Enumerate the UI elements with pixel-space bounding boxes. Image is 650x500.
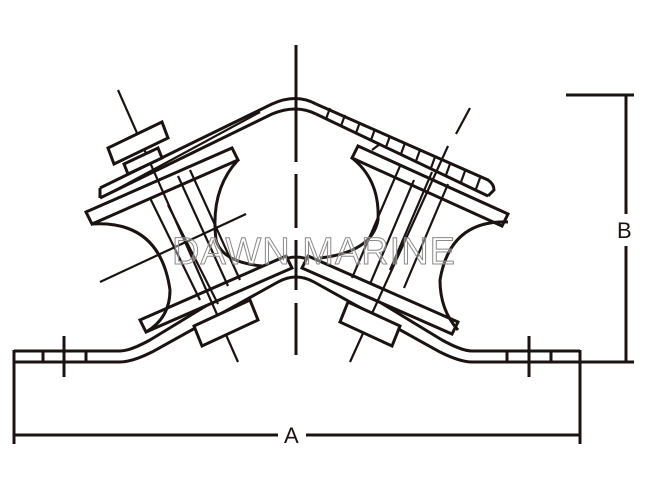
dimension-b-label: B (617, 218, 632, 243)
hatching (324, 107, 489, 197)
left-roller (83, 89, 295, 363)
top-bracket (98, 97, 496, 200)
watermark: DAWN MARINE (172, 231, 456, 273)
dimension-a-label: A (284, 423, 299, 448)
right-roller (299, 107, 511, 363)
dimension-a: A (12, 362, 582, 448)
mounting-hole-right (505, 336, 553, 377)
mounting-hole-left (41, 336, 88, 377)
dimension-b: B (566, 93, 634, 364)
